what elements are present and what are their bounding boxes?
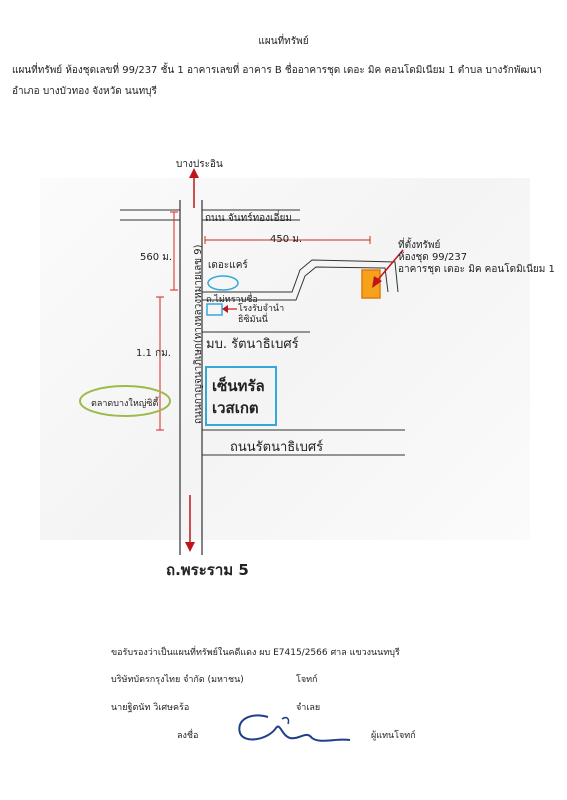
soi-road — [202, 259, 399, 301]
dimension-450m — [204, 236, 371, 244]
market-label: ตลาดบางใหญ่ซิตี้ — [91, 399, 159, 409]
property-label-1: ที่ตั้งทรัพย์ — [398, 240, 441, 251]
north-direction-label: บางประอิน — [176, 159, 223, 170]
road-bottom — [202, 429, 405, 456]
road-top-label: ถนน จันทร์ทองเอี่ยม — [205, 213, 292, 224]
property-arrow — [375, 249, 404, 283]
page-title: แผนที่ทรัพย์ — [258, 36, 309, 47]
distance-450m-label: 450 ม. — [270, 234, 303, 245]
distance-1-1km-label: 1.1 กม. — [136, 348, 171, 359]
pawnshop-label-1: โรงรับจำนำ — [238, 304, 285, 314]
property-description: แผนที่ทรัพย์ ห้องชุดเลขที่ 99/237 ชั้น 1… — [12, 65, 542, 97]
map-background — [40, 178, 530, 540]
the-care-marker — [207, 275, 239, 291]
central-westgate-box — [205, 366, 277, 426]
pawnshop-marker — [206, 303, 223, 316]
market-marker — [79, 385, 171, 417]
distance-560m-label: 560 ม. — [140, 252, 173, 263]
dimension-1-1km — [156, 296, 164, 431]
plaintiff-company: บริษัทบัตรกรุงไทย จำกัด (มหาชน) — [111, 675, 244, 685]
road-top — [120, 209, 300, 221]
property-label-3: อาคารชุด เดอะ มิค คอนโดมิเนียม 1 — [398, 264, 555, 275]
south-direction-label: ถ.พระราม 5 — [166, 561, 249, 579]
certify-text: ขอรับรองว่าเป็นแผนที่ทรัพย์ในคดีแดง ผบ E… — [111, 648, 400, 658]
plaintiff-role: โจทก์ — [296, 675, 318, 685]
main-road-label: ถนนกาญจนาภิเษก(ทางหลวงหมายเลข 9) — [193, 244, 204, 424]
north-arrow — [189, 168, 199, 208]
unknown-road-label: ถ.ไม่ทราบชื่อ — [206, 295, 258, 305]
defendant-name: นายฐิตนัท วิเศษคร้อ — [111, 703, 190, 713]
central-label-1: เซ็นทรัล — [212, 377, 265, 395]
pawnshop-label-2: ธิซิมันนี่ — [238, 315, 268, 325]
main-road — [179, 200, 203, 555]
south-arrow — [185, 495, 195, 552]
defendant-role: จำเลย — [296, 703, 321, 713]
road-bottom-label: ถนนรัตนาธิเบศร์ — [230, 440, 324, 455]
signature — [238, 714, 351, 742]
sign-label: ลงชื่อ — [177, 731, 199, 741]
the-care-label: เดอะแคร์ — [208, 260, 248, 271]
property-label-2: ห้องชุด 99/237 — [398, 252, 468, 263]
dimension-560m — [170, 211, 178, 291]
village-label: มบ. รัตนาธิเบศร์ — [206, 337, 299, 352]
central-label-2: เวสเกต — [212, 399, 259, 417]
sign-role: ผู้แทนโจทก์ — [371, 731, 416, 741]
